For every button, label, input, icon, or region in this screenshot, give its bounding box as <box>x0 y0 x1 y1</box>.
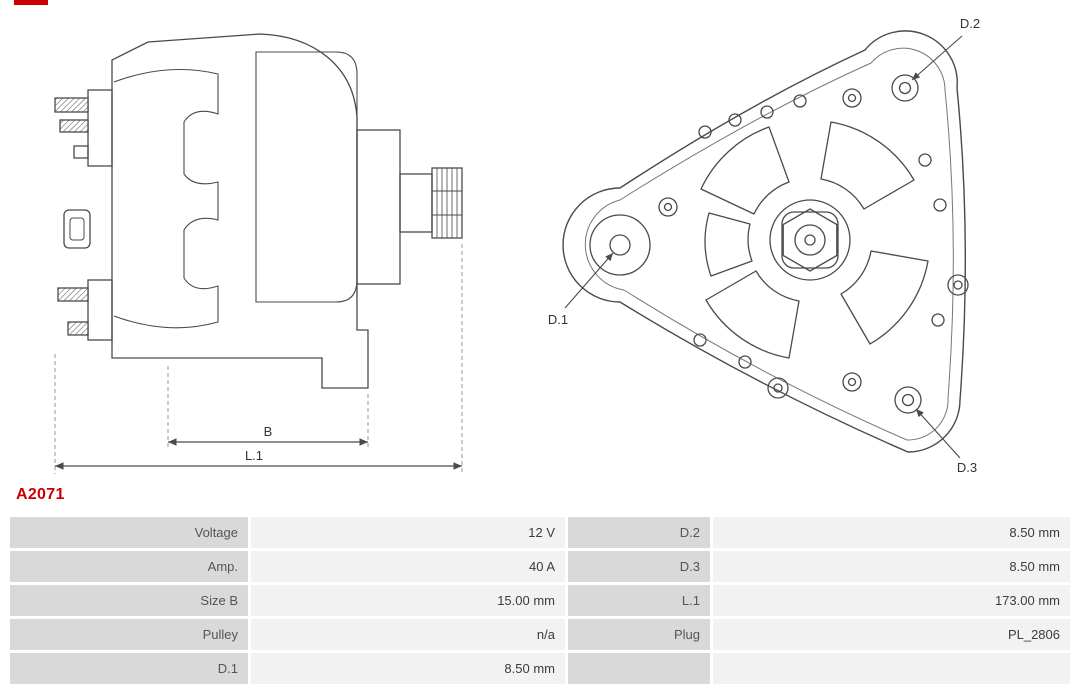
table-row: D.1 8.50 mm <box>10 653 1070 684</box>
hole-label-d3: D.3 <box>957 460 977 475</box>
part-number: A2071 <box>16 486 65 503</box>
spec-label-cell: Size B <box>10 585 248 616</box>
table-row: Amp. 40 A D.3 8.50 mm <box>10 551 1070 582</box>
center-hub <box>769 199 851 281</box>
spec-value-cell: 15.00 mm <box>251 585 565 616</box>
spec-label-cell: Plug <box>568 619 710 650</box>
spec-label-cell: D.1 <box>10 653 248 684</box>
spec-table: Voltage 12 V D.2 8.50 mm Amp. 40 A D.3 8… <box>10 517 1070 684</box>
side-view-drawing: B L.1 <box>54 33 463 474</box>
table-row: Voltage 12 V D.2 8.50 mm <box>10 517 1070 548</box>
spec-label-cell <box>568 653 710 684</box>
hole-callouts: D.2 D.1 D.3 <box>548 16 980 475</box>
dimension-l1: L.1 <box>55 448 462 470</box>
spec-label-cell: L.1 <box>568 585 710 616</box>
rear-housing-outline <box>562 30 967 453</box>
hole-label-d1: D.1 <box>548 312 568 327</box>
dimension-label-l1: L.1 <box>245 448 263 463</box>
vent-cutouts <box>700 121 929 359</box>
alternator-body-outline <box>54 33 463 389</box>
dimension-b: B <box>168 424 368 446</box>
dimension-label-b: B <box>264 424 273 439</box>
mounting-holes <box>589 74 969 414</box>
table-row: Size B 15.00 mm L.1 173.00 mm <box>10 585 1070 616</box>
extension-lines <box>54 244 463 474</box>
spec-value-cell: 8.50 mm <box>713 551 1070 582</box>
spec-value-cell: 8.50 mm <box>251 653 565 684</box>
spec-value-cell: 40 A <box>251 551 565 582</box>
spec-label-cell: Voltage <box>10 517 248 548</box>
spec-value-cell: 173.00 mm <box>713 585 1070 616</box>
spec-value-cell <box>713 653 1070 684</box>
spec-value-cell: 12 V <box>251 517 565 548</box>
spec-label-cell: Pulley <box>10 619 248 650</box>
table-row: Pulley n/a Plug PL_2806 <box>10 619 1070 650</box>
spec-value-cell: PL_2806 <box>713 619 1070 650</box>
logo-fragment <box>14 0 48 5</box>
spec-label-cell: D.3 <box>568 551 710 582</box>
spec-value-cell: 8.50 mm <box>713 517 1070 548</box>
rear-view-drawing: D.2 D.1 D.3 <box>548 16 980 475</box>
spec-label-cell: Amp. <box>10 551 248 582</box>
hole-label-d2: D.2 <box>960 16 980 31</box>
spec-value-cell: n/a <box>251 619 565 650</box>
spec-label-cell: D.2 <box>568 517 710 548</box>
